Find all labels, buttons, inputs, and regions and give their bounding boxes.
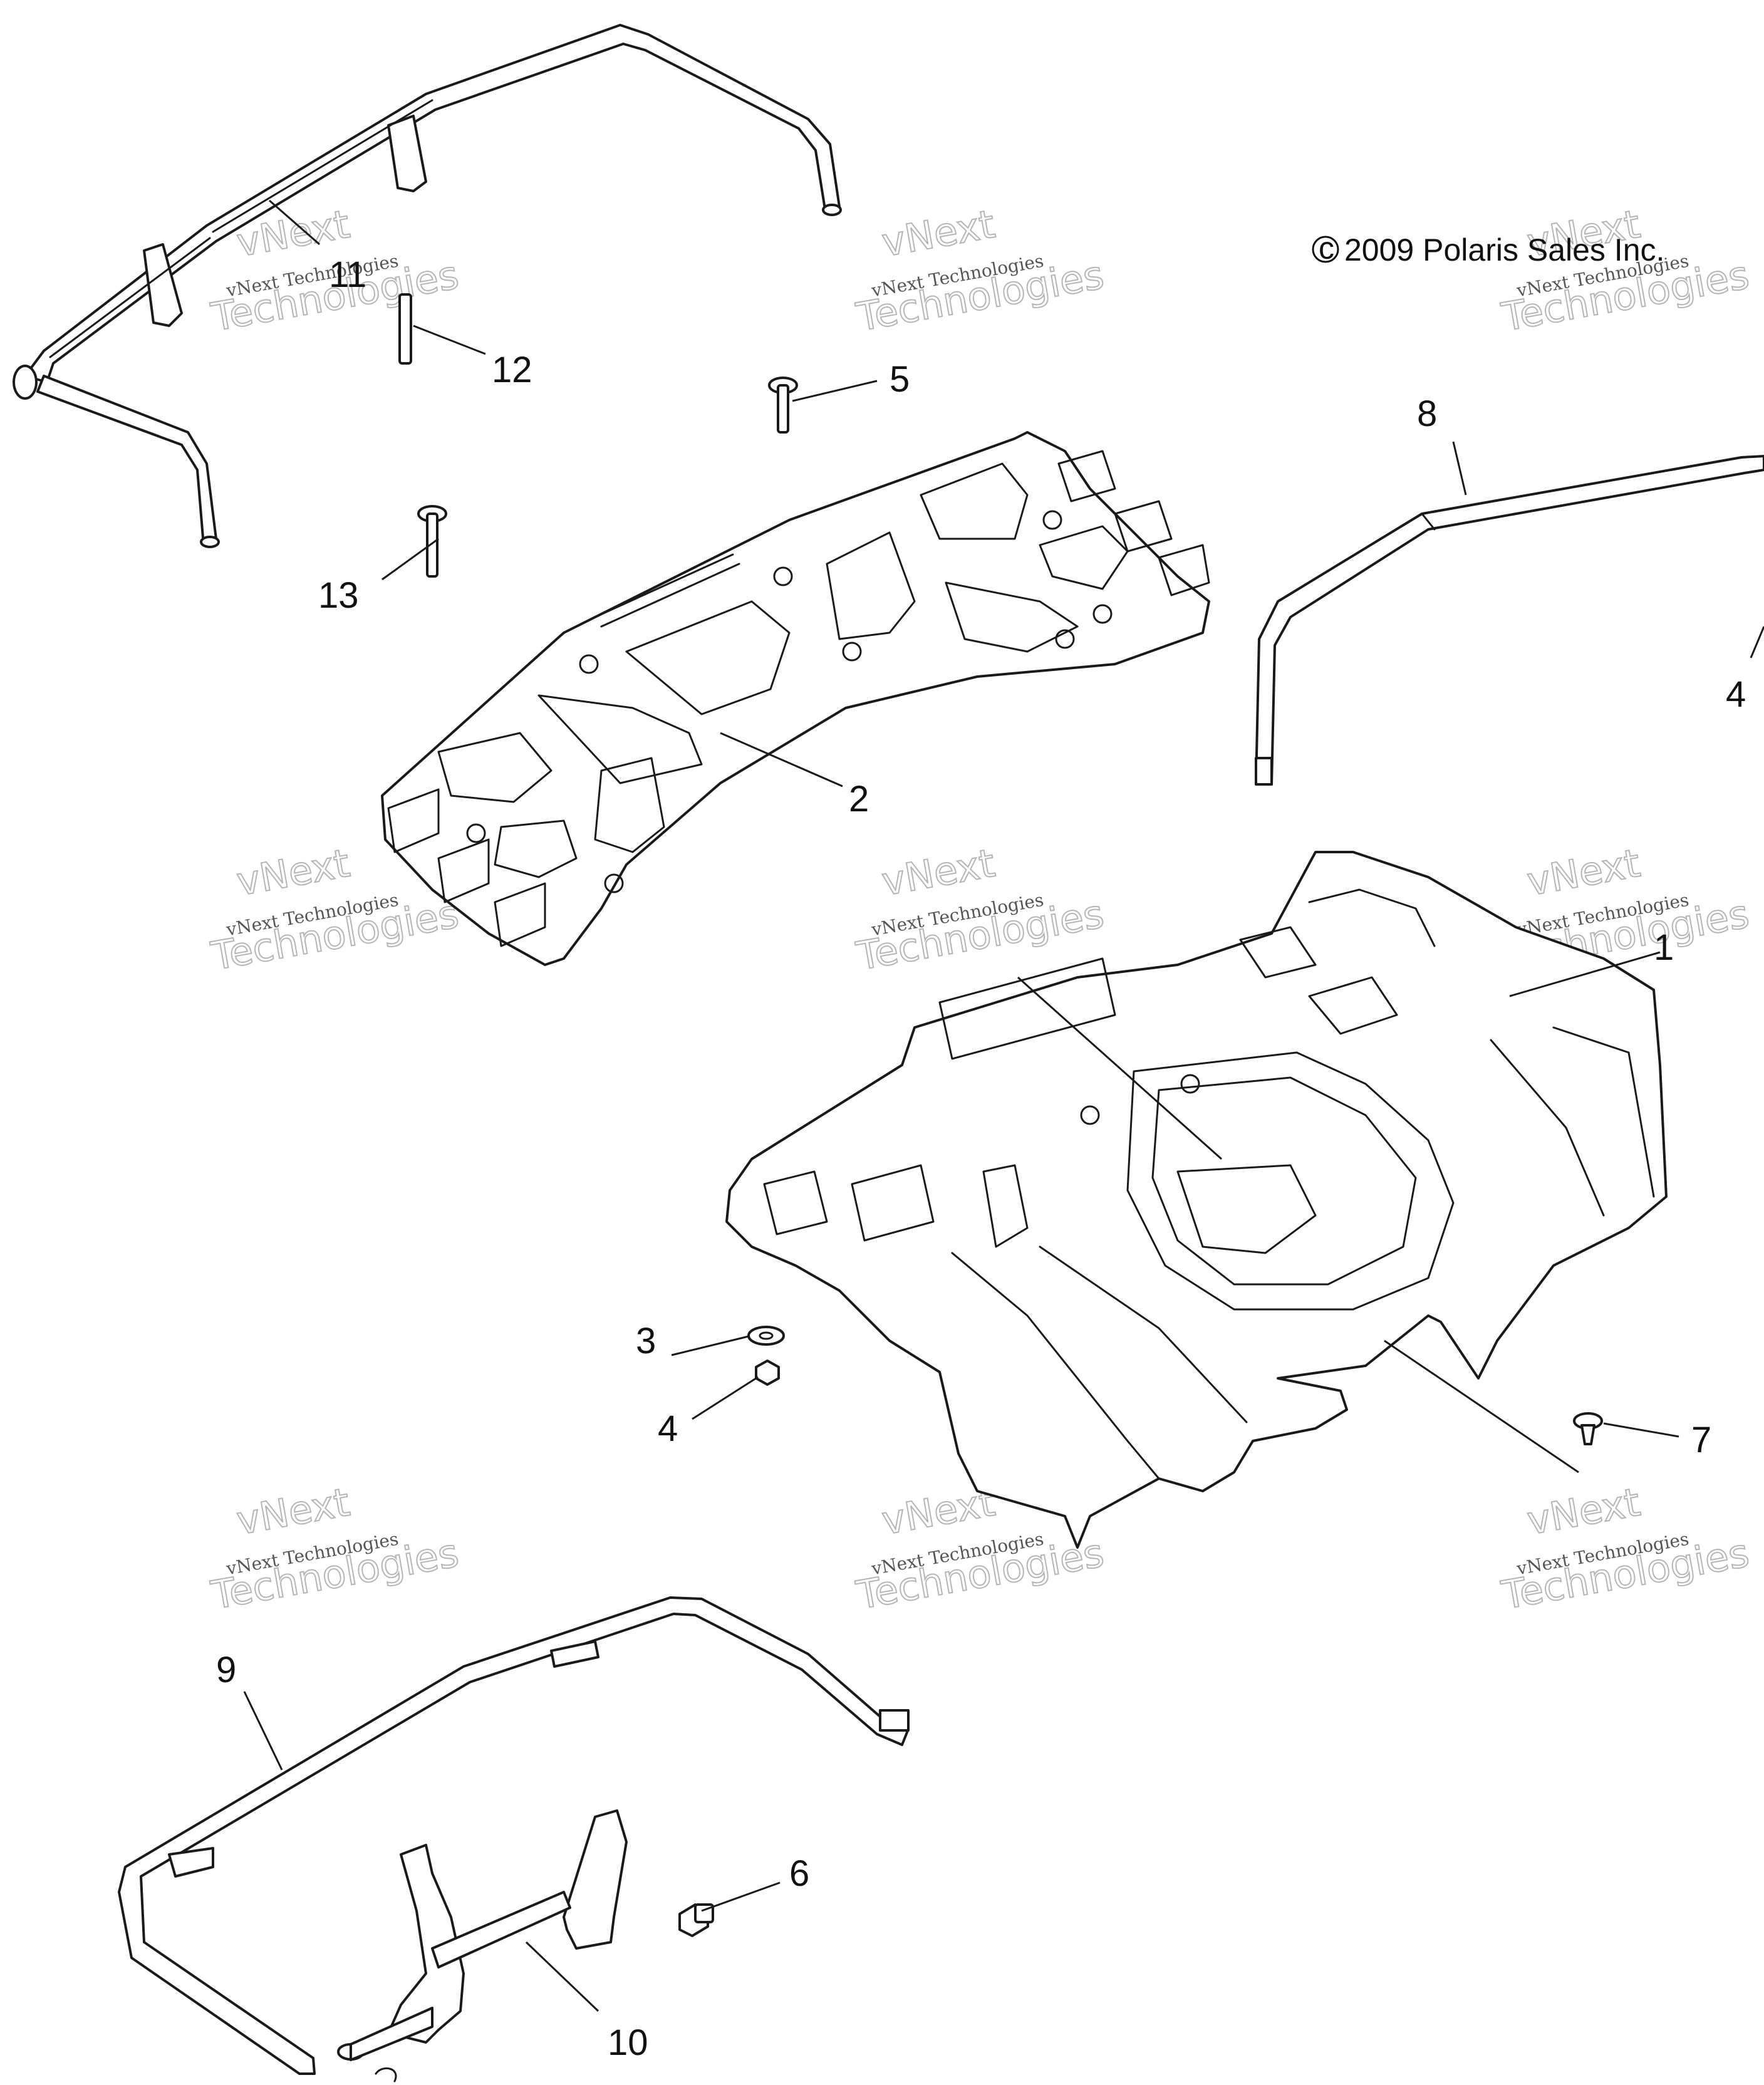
- callout-label: 10: [608, 2022, 648, 2063]
- svg-text:vNext: vNext: [878, 201, 998, 266]
- callout-label: 5: [890, 359, 910, 400]
- part-rear-fender: [725, 851, 1668, 1549]
- callout-label: 3: [636, 1321, 656, 1361]
- svg-text:vNext: vNext: [1523, 1479, 1643, 1544]
- copyright-notice: c 2009 Polaris Sales Inc.: [1312, 231, 1664, 268]
- callout-label: 11: [329, 254, 366, 295]
- part-bracket-10: [337, 1809, 628, 2082]
- leader-lines: [243, 199, 1764, 2012]
- watermark: vNext vNext Technologies Technologies: [207, 1479, 463, 1619]
- copyright-symbol: [1312, 236, 1339, 263]
- part-lower-rail-9: [118, 1596, 910, 2075]
- watermark: vNext vNext Technologies Technologies: [1498, 1479, 1753, 1619]
- callout-label: 8: [1417, 393, 1437, 434]
- part-side-rail-8: [1255, 455, 1764, 786]
- svg-text:vNext: vNext: [233, 840, 353, 905]
- callout-label: 13: [318, 575, 359, 616]
- part-rack-rail-upper: [13, 24, 842, 548]
- svg-text:vNext: vNext: [1523, 840, 1643, 905]
- callout-label: 12: [492, 350, 532, 390]
- callout-label: 4: [658, 1408, 678, 1449]
- callout-label: 7: [1691, 1420, 1711, 1460]
- callout-label: 4: [1726, 674, 1746, 715]
- callout-label: 1: [1654, 927, 1674, 968]
- part-bolt-13: [417, 505, 447, 578]
- part-rear-rack: [381, 431, 1210, 966]
- callout-labels: 11 12 5 8 4 13 2 1 3 4 7 9 6 10: [216, 254, 1746, 2063]
- part-washer-3: [747, 1326, 785, 1346]
- part-pin-12: [398, 293, 412, 365]
- watermark: vNext vNext Technologies Technologies: [853, 840, 1108, 980]
- svg-text:vNext: vNext: [233, 1479, 353, 1544]
- callout-label: 9: [216, 1650, 236, 1690]
- part-bolt-5: [768, 377, 798, 434]
- part-nut-4: [755, 1360, 780, 1386]
- watermark: vNext vNext Technologies Technologies: [853, 200, 1108, 341]
- callout-label: 6: [789, 1853, 809, 1894]
- part-push-rivet-7: [1573, 1412, 1603, 1445]
- copyright-text: 2009 Polaris Sales Inc.: [1344, 232, 1664, 268]
- callout-label: 2: [849, 779, 869, 819]
- copyright-symbol-letter: c: [1319, 231, 1334, 266]
- svg-text:vNext: vNext: [878, 840, 998, 905]
